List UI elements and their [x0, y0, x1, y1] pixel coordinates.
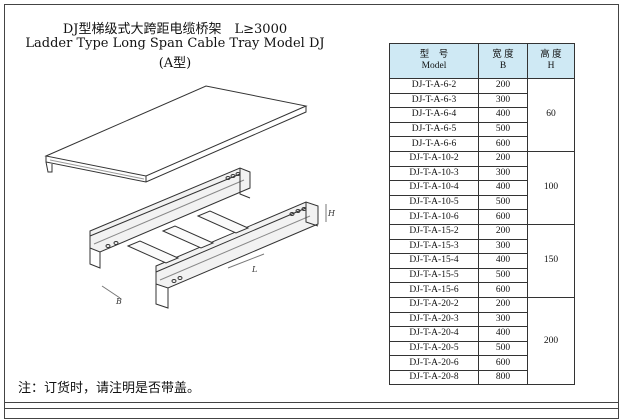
title-chinese: DJ型梯级式大跨距电缆桥架 L≥3000: [62, 22, 288, 37]
dimension-label-h: H: [327, 209, 336, 218]
header-width-cn: 宽 度: [492, 50, 514, 60]
header-height-en: H: [547, 61, 555, 71]
dimension-label-b: B: [115, 297, 122, 306]
cell-height: 150: [527, 223, 575, 298]
header-height: 高 度 H: [527, 43, 575, 79]
cell-width: 400: [478, 326, 528, 342]
cell-model: DJ-T-A-20-2: [389, 296, 479, 313]
cell-width: 600: [478, 136, 528, 152]
cell-model: DJ-T-A-15-4: [389, 253, 479, 269]
cell-model: DJ-T-A-15-3: [389, 238, 479, 255]
cell-width: 300: [478, 92, 528, 109]
cell-width: 200: [478, 223, 528, 240]
spec-table-header: 型 号 Model 宽 度 B 高 度 H: [389, 43, 575, 79]
header-model-cn: 型 号: [419, 50, 449, 60]
cell-model: DJ-T-A-6-5: [389, 121, 479, 138]
header-model-en: Model: [421, 61, 447, 71]
cell-width: 200: [478, 296, 528, 313]
cell-width: 300: [478, 311, 528, 328]
page-frame: [4, 4, 619, 409]
cell-width: 200: [478, 78, 528, 94]
header-model: 型 号 Model: [389, 43, 479, 79]
cell-model: DJ-T-A-10-6: [389, 209, 479, 225]
bottom-band: [4, 402, 619, 419]
cell-width: 200: [478, 150, 528, 167]
title-subtype: (A型): [158, 56, 192, 71]
cell-height: 100: [527, 150, 575, 225]
ladder-tray: [89, 167, 327, 309]
cell-width: 600: [478, 282, 528, 298]
cable-tray-drawing: B L H: [44, 85, 336, 309]
cell-width: 600: [478, 209, 528, 225]
cell-model: DJ-T-A-10-2: [389, 150, 479, 167]
cell-model: DJ-T-A-15-5: [389, 267, 479, 284]
header-height-cn: 高 度: [540, 50, 562, 60]
cell-model: DJ-T-A-6-4: [389, 107, 479, 123]
cell-width: 400: [478, 107, 528, 123]
cell-width: 500: [478, 194, 528, 211]
cell-model: DJ-T-A-6-2: [389, 78, 479, 94]
cell-model: DJ-T-A-10-4: [389, 180, 479, 196]
header-width-en: B: [499, 61, 507, 71]
tray-cover: [44, 85, 308, 183]
cell-width: 500: [478, 340, 528, 357]
cell-width: 300: [478, 165, 528, 182]
cell-width: 500: [478, 267, 528, 284]
cell-model: DJ-T-A-6-3: [389, 92, 479, 109]
cell-model: DJ-T-A-10-3: [389, 165, 479, 182]
dimension-label-l: L: [251, 265, 257, 274]
cell-height: 60: [527, 78, 575, 152]
cell-width: 500: [478, 121, 528, 138]
cell-width: 400: [478, 253, 528, 269]
cell-model: DJ-T-A-10-5: [389, 194, 479, 211]
cell-model: DJ-T-A-20-5: [389, 340, 479, 357]
cell-model: DJ-T-A-15-2: [389, 223, 479, 240]
cell-model: DJ-T-A-20-4: [389, 326, 479, 342]
order-note: 注：订货时，请注明是否带盖。: [18, 381, 201, 396]
cell-width: 600: [478, 355, 528, 371]
cell-model: DJ-T-A-15-6: [389, 282, 479, 298]
cell-model: DJ-T-A-20-8: [389, 369, 479, 386]
cell-width: 400: [478, 180, 528, 196]
cell-width: 300: [478, 238, 528, 255]
header-width: 宽 度 B: [478, 43, 528, 79]
cell-height: 200: [527, 296, 575, 386]
cell-model: DJ-T-A-6-6: [389, 136, 479, 152]
title-english: Ladder Type Long Span Cable Tray Model D…: [25, 36, 325, 51]
cell-model: DJ-T-A-20-3: [389, 311, 479, 328]
cell-width: 800: [478, 369, 528, 386]
cell-model: DJ-T-A-20-6: [389, 355, 479, 371]
